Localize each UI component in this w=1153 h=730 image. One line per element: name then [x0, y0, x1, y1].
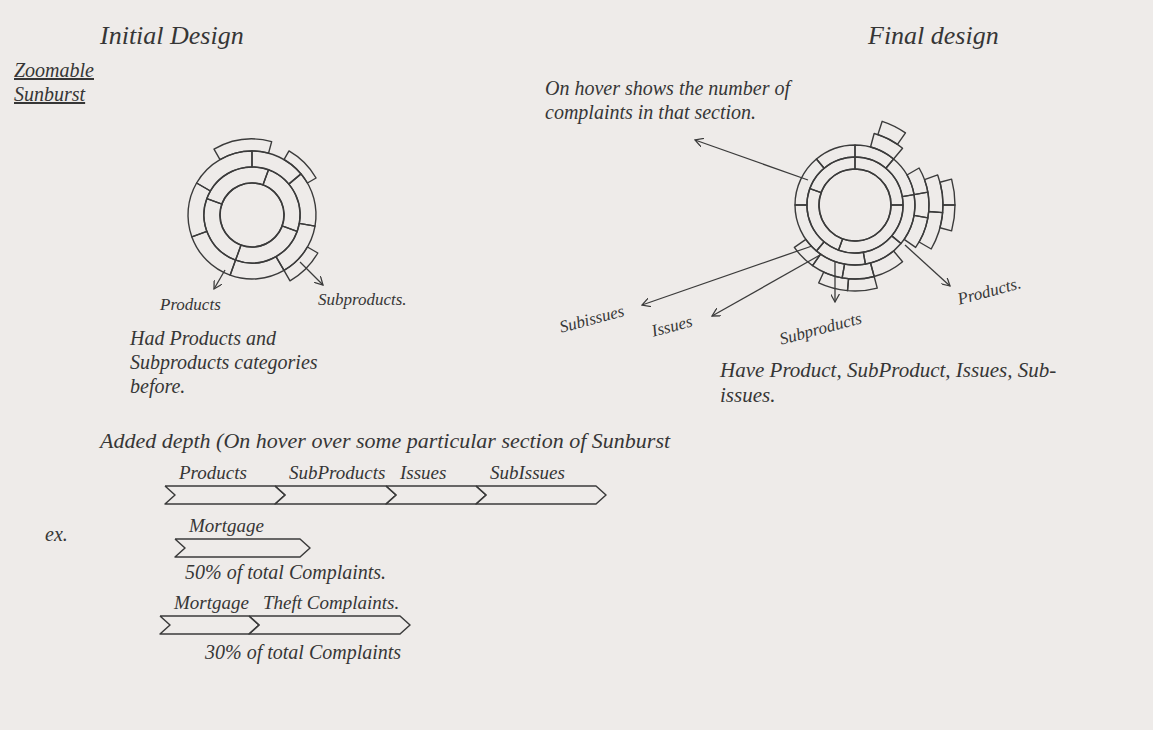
handwritten-note: ex. — [45, 522, 68, 546]
sunburst-segment — [207, 167, 269, 204]
sunburst-segment — [816, 242, 865, 265]
sunburst-segment — [940, 179, 955, 205]
handwritten-note: Subproducts — [777, 309, 864, 351]
breadcrumb-chevron: Theft Complaints. — [249, 592, 410, 634]
handwritten-note: Products. — [955, 274, 1023, 311]
leader-arrow — [214, 270, 225, 289]
chevron-outline — [160, 616, 259, 634]
chevron-label: Products — [165, 462, 285, 484]
handwritten-note: On hover shows the number of complaints … — [545, 76, 875, 124]
sunburst-segment — [925, 175, 943, 213]
sunburst-segment — [284, 151, 316, 183]
handwritten-note: Zoomable Sunburst — [14, 58, 124, 106]
initial-sunburst — [188, 139, 318, 281]
handwritten-note: 30% of total Complaints — [205, 640, 401, 664]
breadcrumb-chevron: SubIssues — [476, 462, 606, 504]
sunburst-segment — [214, 139, 272, 160]
leader-lines — [214, 140, 950, 316]
chevron-shape — [476, 486, 606, 504]
sunburst-segment — [848, 276, 878, 291]
chevron-outline — [249, 616, 410, 634]
sunburst-segment — [892, 195, 915, 244]
chevron-outline — [476, 486, 606, 504]
leader-arrow — [300, 262, 323, 285]
sunburst-segment — [230, 257, 284, 279]
breadcrumb-chevron: SubProducts — [275, 462, 396, 504]
sunburst-segment — [940, 205, 955, 231]
sunburst-segment — [878, 121, 906, 144]
chevron-label: Issues — [386, 462, 486, 484]
leader-arrow — [834, 262, 835, 302]
breadcrumb-chevron: Issues — [386, 462, 486, 504]
handwritten-note: Products — [160, 295, 221, 315]
final-sunburst — [794, 121, 955, 291]
chevron-shape — [175, 539, 310, 557]
handwritten-note: Have Product, SubProduct, Issues, Sub-is… — [720, 358, 1060, 408]
leader-arrow — [642, 246, 812, 305]
sunburst-segment — [284, 247, 318, 281]
sunburst-segment — [871, 251, 903, 277]
handwritten-note: 50% of total Complaints. — [185, 560, 386, 584]
sunburst-segment — [839, 205, 903, 253]
sunburst-segment — [855, 157, 903, 205]
sunburst-segment — [192, 231, 236, 275]
sunburst-segment — [816, 145, 855, 168]
chevron-label: Theft Complaints. — [249, 592, 410, 614]
chevron-label: SubProducts — [275, 462, 396, 484]
leader-arrow — [695, 140, 808, 180]
sunburst-segment — [919, 211, 943, 249]
chevron-shape — [275, 486, 396, 504]
sunburst-segment — [807, 189, 843, 251]
sunburst-segment — [204, 199, 241, 261]
chevron-outline — [275, 486, 396, 504]
sunburst-segment — [289, 174, 316, 226]
chevron-shape — [165, 486, 285, 504]
chevron-outline — [165, 486, 285, 504]
chevron-shape — [249, 616, 410, 634]
chevron-label: Mortgage — [160, 592, 259, 614]
chevron-outline — [175, 539, 310, 557]
breadcrumb-chevron: Mortgage — [175, 515, 310, 557]
sunburst-segment — [863, 236, 901, 264]
chevron-shape — [160, 616, 259, 634]
sunburst-segment — [886, 159, 914, 197]
handwritten-note: Issues — [649, 312, 694, 342]
handwritten-note: Subproducts. — [318, 290, 407, 310]
section-heading: Final design — [868, 20, 999, 51]
chevron-shape — [386, 486, 486, 504]
leader-arrow — [712, 255, 820, 316]
sunburst-segment — [842, 263, 874, 279]
chevron-outline — [386, 486, 486, 504]
handwritten-note: Subissues — [557, 301, 626, 338]
sunburst-segment — [236, 226, 298, 263]
chevron-label: SubIssues — [476, 462, 606, 484]
leader-arrow — [905, 245, 950, 286]
breadcrumb-chevron: Mortgage — [160, 592, 259, 634]
sunburst-segment — [914, 192, 929, 218]
sunburst-segment — [819, 272, 849, 291]
handwritten-note: Had Products and Subproducts categories … — [130, 326, 340, 398]
sunburst-segment — [276, 223, 315, 270]
breadcrumb-chevron: Products — [165, 462, 285, 504]
sunburst-segment — [795, 159, 824, 205]
sunburst-segment — [188, 183, 210, 237]
section-heading: Initial Design — [100, 20, 244, 51]
chevron-label: Mortgage — [175, 515, 310, 537]
handwritten-note: Added depth (On hover over some particul… — [100, 428, 670, 454]
